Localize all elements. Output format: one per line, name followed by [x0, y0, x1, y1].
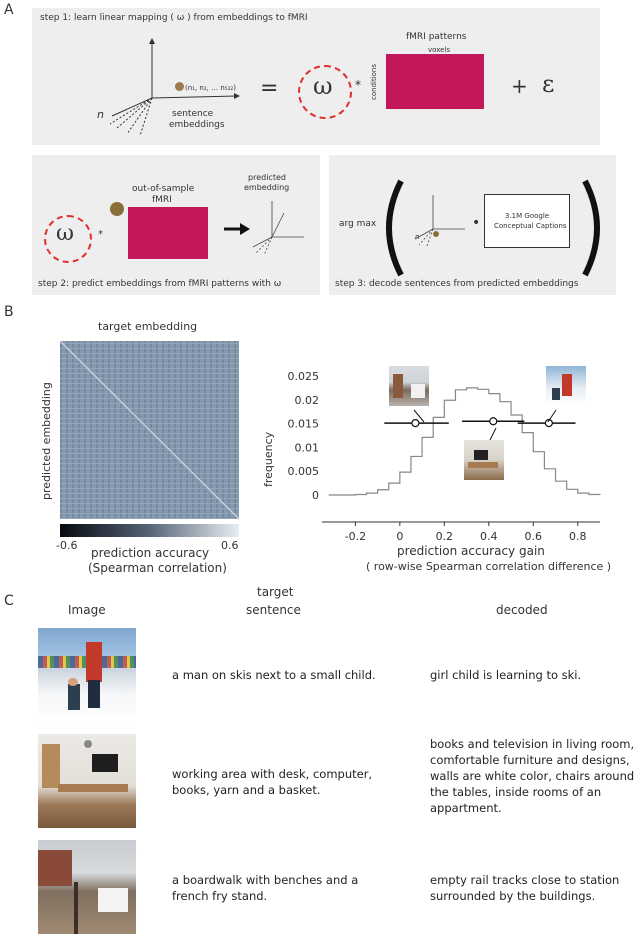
annotation-arrow: [489, 427, 497, 441]
example-point: [411, 419, 420, 428]
conditions-label: conditions: [370, 63, 378, 100]
arrow-right-icon: [224, 223, 250, 235]
multiply-sign-step2: *: [98, 229, 103, 240]
gcc-line2: Conceptual Captions: [494, 222, 567, 230]
equals-sign: =: [260, 76, 279, 101]
fmri-matrix-step2: [128, 207, 208, 259]
right-paren: [582, 179, 600, 277]
step2-box: ω * out-of-sample fMRI predicted embeddi…: [32, 155, 320, 295]
example-point: [544, 419, 553, 428]
y-tick-label: 0: [312, 489, 319, 502]
sentence-label: sentence: [172, 109, 214, 119]
row-image-boardwalk: [38, 840, 136, 934]
omega-symbol: ω: [313, 72, 333, 100]
fmri-matrix: [386, 54, 484, 109]
example-image-desk: [464, 440, 504, 480]
histogram-xlabel-sub: ( row-wise Spearman correlation differen…: [366, 560, 612, 573]
header-image: Image: [68, 603, 106, 617]
histogram-xlabel: prediction accuracy gain: [397, 544, 545, 558]
image-thumbnail-icon: [175, 82, 184, 91]
image-thumbnail-icon: [110, 202, 124, 216]
oos-label-line2: fMRI: [152, 195, 172, 205]
row3-decoded: empty rail tracks close to station surro…: [430, 873, 620, 903]
x-tick-label: 0.2: [436, 530, 454, 543]
row2-decoded: books and television in living room, com…: [430, 737, 635, 815]
colorbar-min: -0.6: [56, 539, 78, 552]
x-tick-label: 0.6: [525, 530, 543, 543]
panel-label-c: C: [4, 593, 14, 609]
panel-label-a: A: [4, 2, 14, 18]
omega-circle-step2: [44, 215, 92, 263]
plus-sign: +: [511, 74, 528, 98]
decode-axes-diagram: [414, 195, 465, 247]
histogram-series-line: [328, 387, 601, 496]
step1-box: step 1: learn linear mapping ( ω ) from …: [32, 8, 600, 145]
header-decoded: decoded: [496, 603, 548, 617]
row-image-skiing: [38, 628, 136, 722]
predicted-label-line2: embedding: [244, 183, 290, 192]
histogram-ylabel: frequency: [262, 431, 275, 487]
panel-label-b: B: [4, 304, 14, 320]
annotation-arrow: [413, 409, 425, 423]
omega-circle: [298, 65, 352, 119]
n-label-step3: n: [415, 233, 420, 241]
subscripts-label: (n₁, n₂, … n₅₂₂): [185, 84, 236, 92]
y-tick-label: 0.005: [288, 465, 320, 478]
row3-target: a boardwalk with benches and a french fr…: [172, 873, 359, 903]
row-image-desk: [38, 734, 136, 828]
heatmap-title: target embedding: [98, 320, 198, 333]
y-tick-label: 0.025: [288, 370, 320, 383]
example-point: [489, 417, 498, 426]
step1-title: step 1: learn linear mapping ( ω ) from …: [40, 13, 308, 23]
row1-target: a man on skis next to a small child.: [172, 668, 376, 682]
step3-box: arg max n • 3.1M Google Conceptual Capti…: [329, 155, 616, 295]
colorbar-label-line2: (Spearman correlation): [88, 561, 227, 575]
x-tick-label: 0.8: [569, 530, 587, 543]
example-image-boardwalk: [389, 366, 429, 406]
omega-symbol-step2: ω: [56, 221, 74, 246]
heatmap-ylabel: predicted embedding: [40, 382, 53, 500]
colorbar-label-line1: prediction accuracy: [91, 546, 210, 560]
multiply-sign: *: [355, 78, 361, 92]
x-tick-label: -0.2: [345, 530, 366, 543]
y-tick-label: 0.01: [295, 441, 320, 454]
fmri-patterns-label: fMRI patterns: [406, 32, 467, 42]
dot-product-symbol: •: [472, 215, 481, 231]
colorbar-max: 0.6: [221, 539, 239, 552]
accuracy-gain-histogram: -0.2 0 0.2 0.4 0.6 0.8 0 0.005 0.01 0.015 0.02 0.02…: [288, 370, 601, 543]
row2-target: working area with desk, computer, books,…: [172, 767, 373, 797]
n-label: n: [97, 108, 104, 121]
google-captions-box: 3.1M Google Conceptual Captions: [484, 194, 570, 248]
header-target-line2: sentence: [246, 603, 301, 617]
arg-max-label: arg max: [339, 219, 377, 229]
step2-caption: step 2: predict embeddings from fMRI pat…: [38, 279, 282, 289]
y-tick-label: 0.015: [288, 418, 320, 431]
annotation-arrow: [547, 409, 557, 423]
predicted-embedding-axes: [252, 201, 304, 255]
embedding-axes-diagram: [109, 38, 240, 136]
gcc-line1: 3.1M Google: [505, 212, 550, 220]
voxels-label: voxels: [428, 46, 451, 54]
oos-label-line1: out-of-sample: [132, 184, 195, 194]
row1-decoded: girl child is learning to ski.: [430, 668, 582, 682]
correlation-heatmap: [60, 341, 239, 519]
x-tick-label: 0: [396, 530, 403, 543]
predicted-label-line1: predicted: [248, 173, 286, 182]
y-tick-label: 0.02: [295, 394, 320, 407]
image-thumbnail-icon: [433, 231, 439, 237]
x-tick-label: 0.4: [480, 530, 498, 543]
header-target-line1: target: [257, 585, 294, 599]
colorbar: [60, 524, 239, 537]
epsilon-symbol: ε: [542, 70, 555, 98]
embeddings-label: embeddings: [169, 120, 225, 130]
example-image-skier: [546, 366, 586, 406]
step3-caption: step 3: decode sentences from predicted …: [335, 279, 579, 289]
left-paren: [386, 179, 404, 277]
